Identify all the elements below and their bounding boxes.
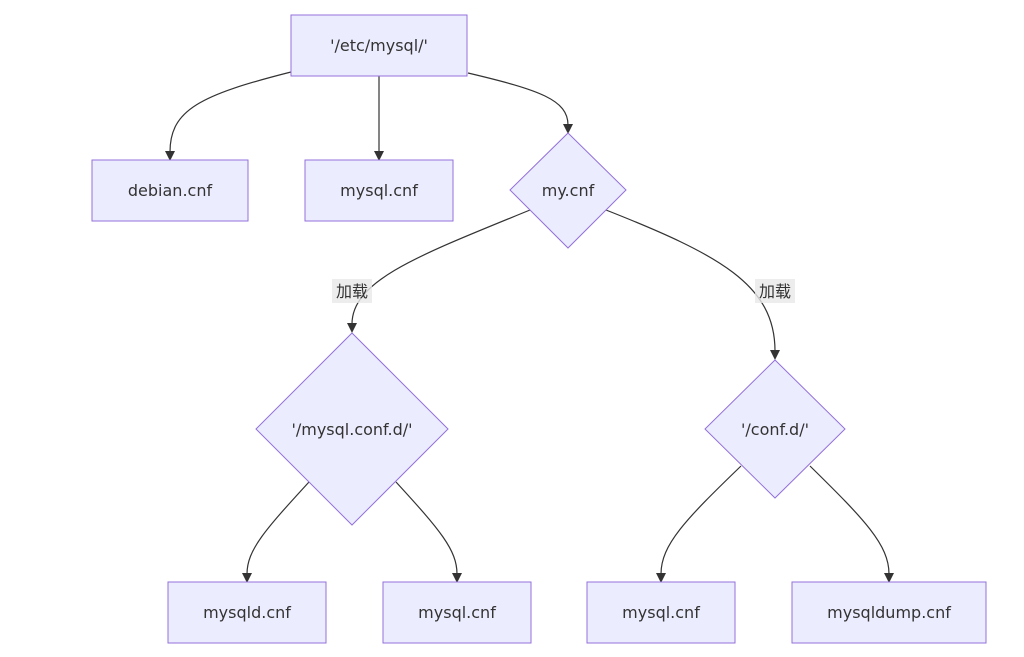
node-mysql-conf-d[interactable]: '/mysql.conf.d/' bbox=[255, 332, 449, 526]
node-mysqld-cnf-label: mysqld.cnf bbox=[203, 603, 291, 622]
edge-label-load-left-group: 加载 bbox=[332, 279, 372, 303]
node-etc-mysql[interactable]: '/etc/mysql/' bbox=[290, 14, 468, 77]
edge-label-bg-left bbox=[332, 279, 372, 303]
edges bbox=[165, 71, 894, 583]
arrowhead-mysqld bbox=[242, 573, 252, 583]
edge-label-load-right: 加载 bbox=[759, 282, 791, 301]
node-mysqldump-cnf-label: mysqldump.cnf bbox=[827, 603, 951, 622]
node-mysql-conf-d-label: '/mysql.conf.d/' bbox=[291, 420, 412, 439]
node-mysql-cnf-conf-d-left[interactable]: mysql.cnf bbox=[382, 581, 532, 644]
node-mysqld-cnf[interactable]: mysqld.cnf bbox=[167, 581, 327, 644]
node-mysql-cnf-top[interactable]: mysql.cnf bbox=[304, 159, 454, 222]
node-conf-d-label: '/conf.d/' bbox=[741, 420, 809, 439]
node-my-cnf[interactable]: my.cnf bbox=[509, 132, 627, 249]
node-mysql-cnf-conf-d-right[interactable]: mysql.cnf bbox=[586, 581, 736, 644]
edge-label-bg-right bbox=[755, 279, 795, 303]
edge-mysql-conf-d-to-mysql-left bbox=[395, 481, 458, 575]
arrowhead-mycnf bbox=[563, 124, 573, 134]
arrowhead-mysql-top bbox=[374, 151, 384, 161]
node-mysql-cnf-conf-d-right-label: mysql.cnf bbox=[622, 603, 700, 622]
edge-mycnf-to-conf-d bbox=[605, 209, 776, 352]
node-my-cnf-label: my.cnf bbox=[542, 181, 595, 200]
arrowhead-debian bbox=[165, 151, 175, 161]
edge-conf-d-to-mysqldump bbox=[809, 465, 890, 575]
node-debian-cnf-label: debian.cnf bbox=[128, 181, 213, 200]
node-conf-d[interactable]: '/conf.d/' bbox=[704, 359, 846, 499]
edge-label-load-right-group: 加载 bbox=[755, 279, 795, 303]
edge-root-to-mycnf bbox=[467, 72, 569, 126]
arrowhead-mysql-left bbox=[452, 573, 462, 583]
edge-conf-d-to-mysql-right bbox=[660, 465, 742, 575]
node-mysql-cnf-conf-d-left-label: mysql.cnf bbox=[418, 603, 496, 622]
edge-root-to-debian bbox=[169, 71, 292, 153]
edge-mysql-conf-d-to-mysqld bbox=[246, 481, 310, 575]
arrowhead-mysqldump bbox=[884, 573, 894, 583]
arrowhead-mysql-conf-d bbox=[347, 323, 357, 333]
edge-mycnf-to-mysql-conf-d bbox=[351, 209, 531, 325]
node-mysql-cnf-top-label: mysql.cnf bbox=[340, 181, 418, 200]
node-debian-cnf[interactable]: debian.cnf bbox=[91, 159, 249, 222]
arrowhead-mysql-right bbox=[656, 573, 666, 583]
node-etc-mysql-label: '/etc/mysql/' bbox=[330, 36, 428, 55]
node-mysqldump-cnf[interactable]: mysqldump.cnf bbox=[791, 581, 987, 644]
arrowhead-conf-d bbox=[770, 350, 780, 360]
edge-label-load-left: 加载 bbox=[336, 282, 368, 301]
